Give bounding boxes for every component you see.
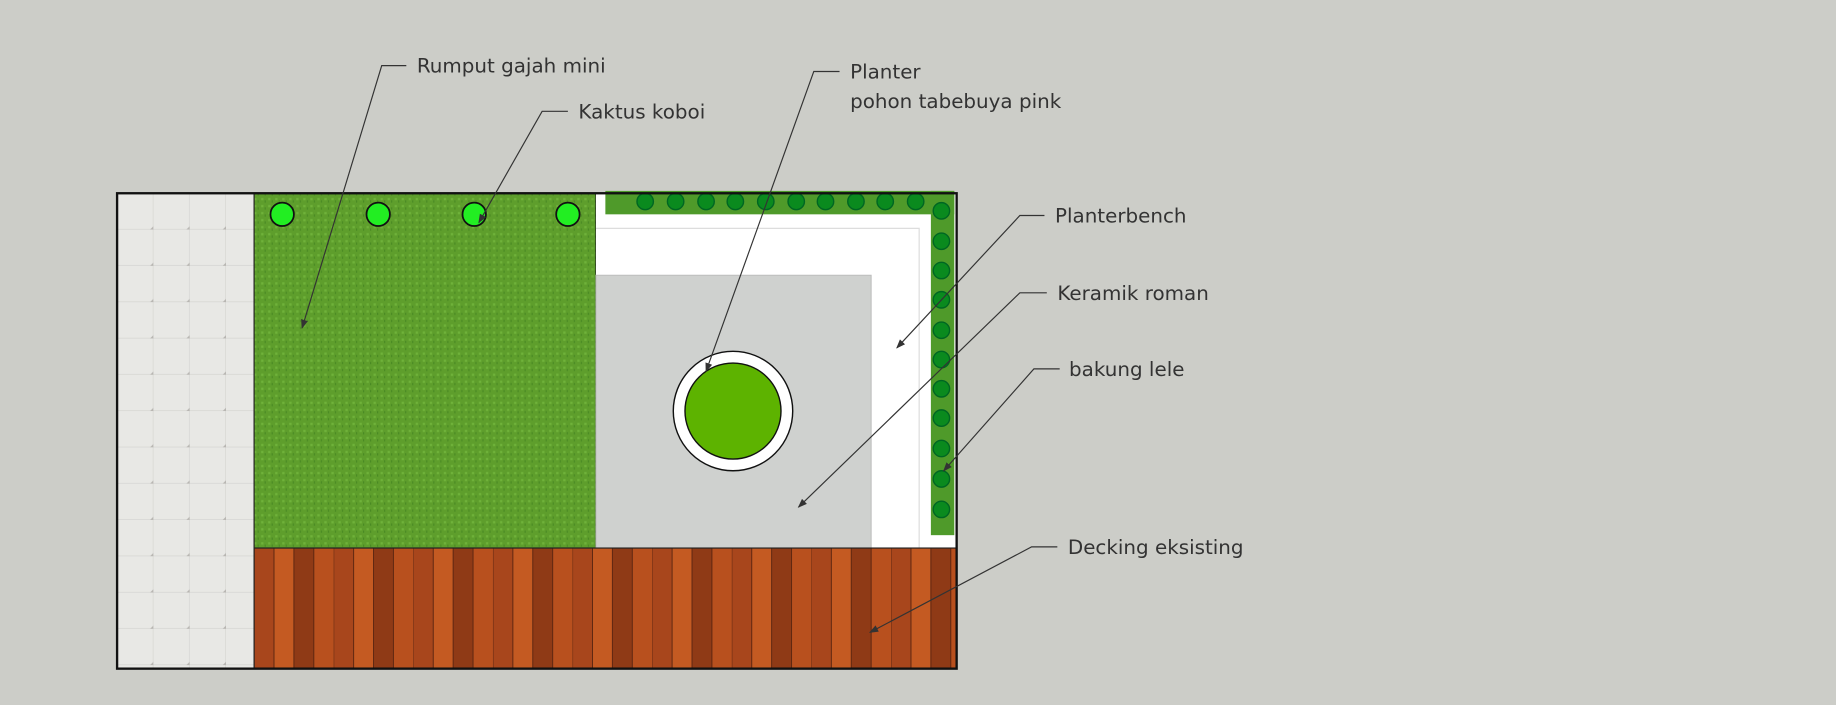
label-pohon-tabebuya: pohon tabebuya pink [850, 90, 1062, 113]
hedge-top [605, 190, 955, 215]
decking [253, 547, 958, 670]
label-keramik-roman: Keramik roman [1057, 282, 1208, 305]
planterbench [595, 227, 920, 549]
plan-outline [115, 192, 958, 670]
label-decking-eksisting: Decking eksisting [1068, 536, 1244, 559]
label-kaktus-koboi: Kaktus koboi [578, 100, 705, 123]
cactus-plants [269, 201, 581, 227]
label-planterbench: Planterbench [1055, 205, 1187, 228]
label-planter: Planter [850, 61, 921, 84]
label-rumput-gajah-mini: Rumput gajah mini [417, 55, 606, 78]
bakung-lele-plants [636, 192, 951, 519]
leader-lines [301, 65, 1060, 633]
paving-tile-strip [117, 193, 255, 669]
grass-lawn [253, 192, 597, 549]
label-bakung-lele: bakung lele [1069, 358, 1184, 381]
tree-planter [672, 350, 794, 472]
